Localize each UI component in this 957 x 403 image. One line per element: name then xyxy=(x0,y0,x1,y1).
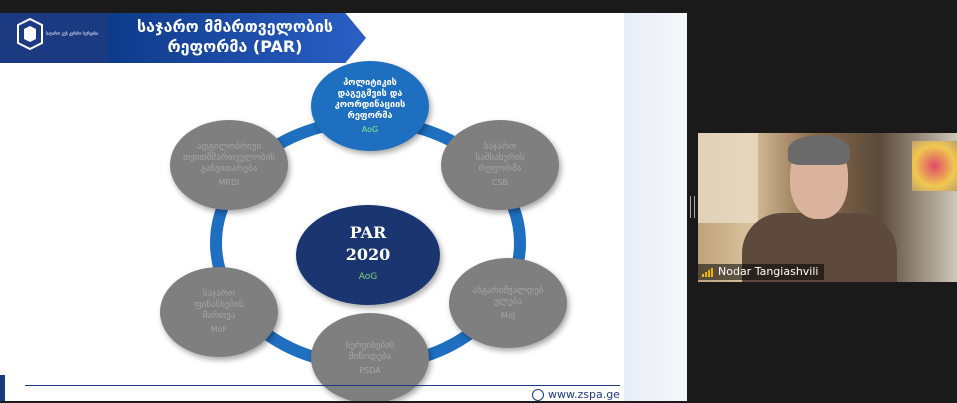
org-logo: საჯარო ვებ კერძო სერვისი xyxy=(0,13,108,63)
participant-name: Nodar Tangiashvili xyxy=(718,265,819,278)
logo-text: საჯარო ვებ კერძო სერვისი xyxy=(46,31,99,36)
slide-side-margin xyxy=(624,13,687,401)
panel-resize-handle[interactable] xyxy=(690,196,695,218)
footer-divider xyxy=(25,385,620,386)
node-accountability: ანგარიშვალდებ ულება MoJ xyxy=(449,258,567,348)
globe-icon xyxy=(532,389,544,401)
node-service-delivery: სერვისების მიწოდება PSDA xyxy=(311,313,429,401)
left-accent-bar xyxy=(0,375,5,401)
node-civil-service: საჯარო სამსახურის რეფორმა CSB xyxy=(441,120,559,210)
participant-video-tile[interactable]: Nodar Tangiashvili xyxy=(698,133,957,282)
shared-slide: საჯარო ვებ კერძო სერვისი საჯარო მმართველ… xyxy=(0,13,624,401)
node-local-governance: ადგილობრივი თვითმმართველობის განვითარება… xyxy=(170,120,288,210)
participant-name-tag: Nodar Tangiashvili xyxy=(698,264,825,280)
logo-emblem-icon xyxy=(17,17,43,51)
title-band xyxy=(108,13,366,63)
center-par-2020: PAR 2020 AoG xyxy=(296,205,440,305)
node-policy-planning: პოლიტიკის დაგეგმვის და კოორდინაციის რეფო… xyxy=(311,61,429,151)
slide-title: საჯარო მმართველობის რეფორმა (PAR) xyxy=(137,17,333,56)
footer-url: www.zspa.ge xyxy=(548,388,620,401)
node-public-finance: საჯარო ფინანსების მართვა MoF xyxy=(160,267,278,357)
signal-strength-icon xyxy=(702,267,713,277)
